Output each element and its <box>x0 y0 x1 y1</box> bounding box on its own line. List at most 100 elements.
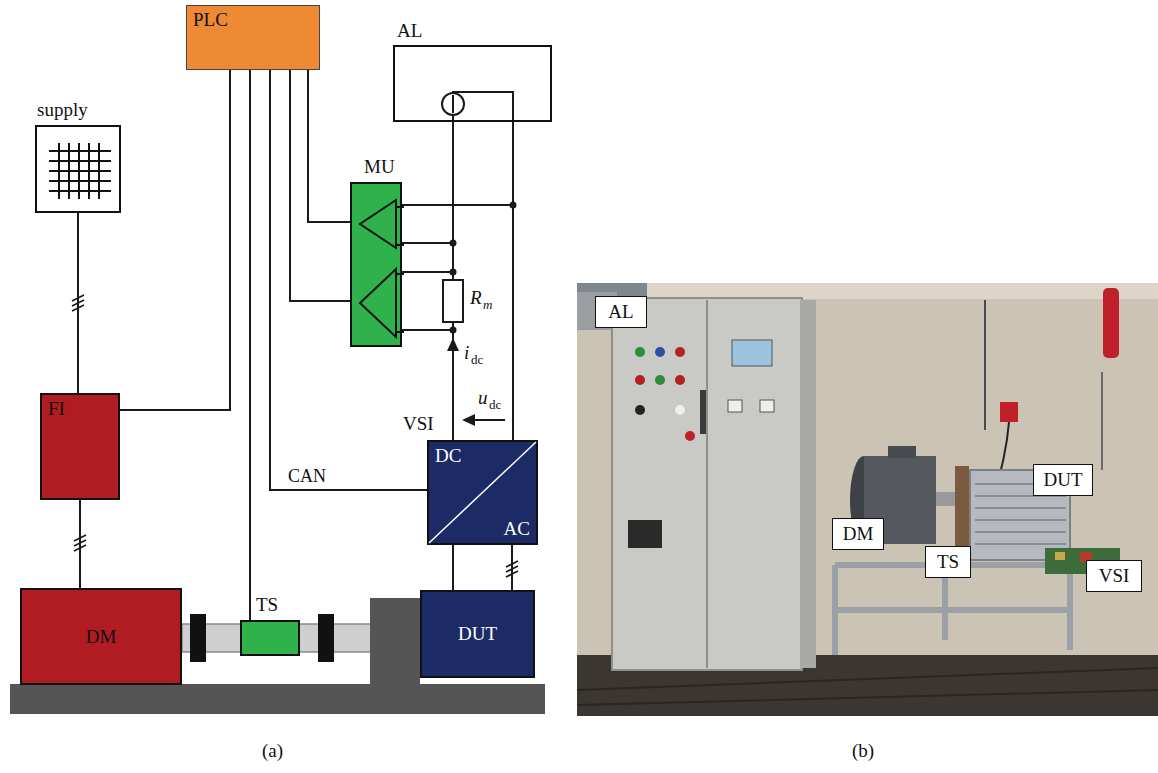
wire <box>402 204 513 206</box>
connector-line <box>120 70 230 410</box>
connector <box>308 70 350 222</box>
wire <box>453 92 513 122</box>
inverter-box: VSIDCAC <box>427 440 538 545</box>
board-component <box>1055 552 1065 560</box>
coupling <box>318 614 334 662</box>
grid-supply-box: supply <box>35 125 121 213</box>
meter <box>760 400 774 412</box>
node-label: VSI <box>1099 565 1130 587</box>
photo-callout: DM <box>832 518 884 550</box>
symbol-line <box>49 143 111 199</box>
connector-line <box>511 545 513 590</box>
device-under-test-box: DUT <box>420 590 535 678</box>
subscript: dc <box>489 398 501 413</box>
subscript: m <box>483 298 492 313</box>
switch-knob <box>685 431 695 441</box>
base-plate <box>10 684 545 714</box>
measurement-unit-box: MU <box>350 182 402 347</box>
node-label: AL <box>397 20 422 42</box>
photo-callout: VSI <box>1086 560 1142 592</box>
indicator-lamp <box>675 375 685 385</box>
cabinet-side <box>800 300 816 668</box>
wire <box>402 329 453 331</box>
panel-label: (a) <box>262 740 283 762</box>
connector <box>250 70 251 620</box>
node-label: FI <box>48 398 65 420</box>
antenna-rod <box>1101 372 1103 470</box>
signal-name: u <box>478 387 488 409</box>
connector <box>72 213 84 393</box>
wire <box>402 271 453 273</box>
node-label: DUT <box>458 623 497 645</box>
node-label: MU <box>364 156 395 178</box>
node-sublabel: AC <box>504 518 530 540</box>
connector-line <box>452 545 454 590</box>
floor-tile-line <box>577 668 1158 705</box>
current-source-symbol <box>452 95 454 113</box>
node-label: TS <box>937 551 959 573</box>
three-phase-tick <box>72 305 84 311</box>
indicator-lamp <box>675 347 685 357</box>
node-label: AL <box>608 301 633 323</box>
junction-dots <box>447 202 517 427</box>
node-label: DUT <box>1043 469 1082 491</box>
symbol-line <box>360 269 396 337</box>
symbol-line <box>360 200 404 337</box>
connector <box>506 545 518 590</box>
indicator-lamp <box>635 347 645 357</box>
voltage-arrow <box>472 419 505 421</box>
junction-dot <box>450 327 457 334</box>
ceiling <box>577 283 1158 299</box>
node-label: TS <box>256 594 278 616</box>
torque-sensor-box: TS <box>240 620 300 656</box>
symbol-line <box>429 442 536 543</box>
indicator-lamp <box>655 347 665 357</box>
node-label: VSI <box>403 413 434 435</box>
analyzer-box: AL <box>393 45 552 122</box>
symbol-line <box>396 244 404 246</box>
connector-line <box>249 70 251 620</box>
controller-panel <box>628 520 662 548</box>
drive-machine-box: DM <box>20 588 182 685</box>
control-cabinet <box>612 298 802 670</box>
three-phase-tick <box>506 571 518 577</box>
signal-name: i <box>464 342 469 364</box>
box-symbol <box>352 184 400 345</box>
frequency-inverter-box: FI <box>40 393 120 500</box>
connector <box>513 122 514 440</box>
terminal-box <box>888 446 916 458</box>
connector <box>453 545 454 590</box>
wire <box>402 242 453 244</box>
indicator-lamp <box>635 375 645 385</box>
resistor-symbol <box>443 280 463 322</box>
photo-callout: AL <box>595 296 647 328</box>
switch-knob <box>635 405 645 415</box>
symbol-line <box>396 273 404 275</box>
meter <box>728 400 742 412</box>
symbol-line <box>396 206 404 208</box>
cable <box>984 300 986 430</box>
photo-callout: TS <box>925 546 971 578</box>
node-label: supply <box>37 99 88 121</box>
connector <box>74 500 86 588</box>
photo-callout: DUT <box>1033 464 1093 496</box>
component-symbol: R <box>470 287 482 309</box>
controller-box: PLC <box>186 5 320 70</box>
path-shape <box>835 565 1075 655</box>
connector <box>290 70 350 301</box>
node-label: DM <box>843 523 874 545</box>
cabinet-door-gap <box>706 300 708 668</box>
voltage-arrowhead <box>462 414 475 426</box>
door-handle <box>700 390 706 434</box>
hmi-display <box>732 340 772 366</box>
panel-label: (b) <box>852 740 874 762</box>
fire-extinguisher <box>1103 288 1119 358</box>
lab-photo <box>577 283 1158 716</box>
bench-frame <box>835 565 1075 655</box>
symbol-line <box>396 331 404 333</box>
connector-line <box>290 70 350 301</box>
three-phase-tick <box>74 545 86 551</box>
measurement-wiring <box>402 92 513 440</box>
connector <box>120 70 230 410</box>
